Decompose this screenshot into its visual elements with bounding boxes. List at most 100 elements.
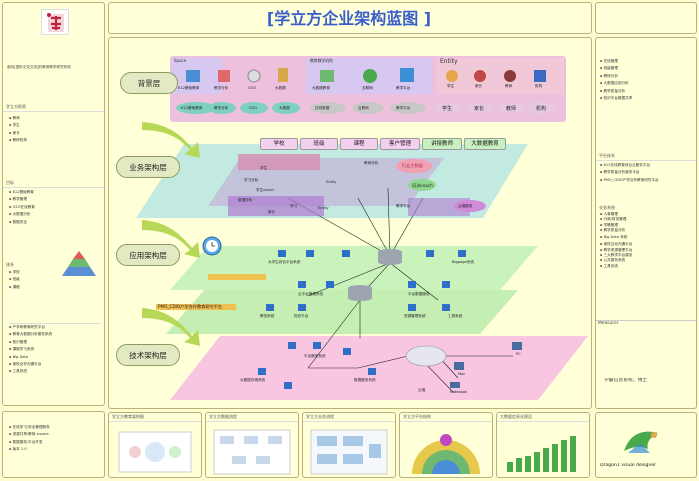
measurer-label: Measurer — [596, 320, 696, 326]
app-node: 大学生综合平台系统 — [268, 260, 301, 264]
app-node: 知识平台 — [294, 314, 309, 318]
business-node: 学习分析 — [244, 178, 259, 182]
list-item: 数据服务/平台开发 — [9, 439, 50, 446]
business-node: Entity — [326, 180, 337, 184]
list-item: 教育大数据分析服务系统 — [9, 331, 101, 338]
list-item: 课程学习系统 — [9, 346, 101, 353]
bg-icon-label: 家长 — [475, 84, 483, 88]
bg-icon-label: 互联网 — [362, 86, 373, 90]
app-node: 平台数据服务 — [408, 292, 430, 296]
list-item: 版本 1.0 — [9, 446, 50, 453]
left-top-panel: 面向[国际文化交流]的教育教学研究机构 学立方职责 教师 学生 家长 教研机构 … — [2, 2, 105, 406]
list-item: K12在线教育综合云服务平台 — [600, 162, 659, 169]
layer-label-application: 应用架构层 — [116, 244, 180, 266]
list-item: 学籍管理 — [600, 223, 632, 228]
app-node: Bigpage系统 — [452, 260, 474, 264]
mac-icon — [454, 362, 464, 370]
bg-pill: 互联网 — [358, 106, 369, 110]
left-sec2-list: K12基础教育 教学管理 O2O在线教育 大数据分析 数据安全 — [9, 189, 35, 226]
thumb-panel-2[interactable]: 学立方数据流程 — [205, 412, 299, 478]
diagram-canvas — [136, 56, 588, 400]
list-item: Big Data 系统 — [600, 234, 632, 241]
bg-icons — [186, 68, 546, 83]
author-label: 学霸信息系统，博士 — [604, 378, 648, 383]
left-bottom-panel: 在线学习/安全管理服务 资源共享/教育 square 数据服务/平台开发 版本 … — [2, 411, 105, 478]
list-item: 大数据应用分析 — [600, 80, 632, 87]
thumb-image — [118, 431, 192, 473]
thumb-title: 学立方教育架构图 — [109, 413, 201, 422]
bg-icon-label: 大数据教育 — [312, 86, 330, 90]
list-item: 学生 — [9, 122, 27, 129]
thumb-panel-1[interactable]: 学立方教育架构图 — [108, 412, 202, 478]
pc-icon — [512, 342, 522, 350]
business-tab[interactable]: 客户管理 — [380, 138, 420, 150]
business-oval — [396, 159, 432, 173]
thumb-image — [507, 436, 576, 472]
bg-pill: 家长 — [474, 106, 485, 112]
bg-pill: K12基础教育 — [181, 106, 203, 110]
list-item: 公共服务系统 — [600, 258, 632, 263]
layer-label-technology: 技术架构层 — [116, 344, 180, 366]
bg-pill: O2O — [249, 106, 257, 110]
bg-pill: 学生 — [442, 106, 453, 112]
bg-icon-label: O2O — [248, 86, 256, 90]
thumb-panel-4[interactable]: 学立方平台结构 — [399, 412, 493, 478]
business-tab[interactable]: 班级 — [300, 138, 338, 150]
layer-label-business: 业务架构层 — [116, 156, 180, 178]
bg-pill: 大数据 — [279, 106, 290, 110]
thumb-title: 学立方数据流程 — [206, 413, 298, 422]
thumb-image — [412, 434, 480, 474]
arrow-to-technology — [142, 308, 200, 346]
business-oval-3 — [454, 200, 486, 212]
logo-icon — [41, 9, 69, 35]
business-box-1 — [238, 154, 320, 170]
business-tab[interactable]: 学校 — [260, 138, 298, 150]
org-desc: 面向[国际文化交流]的教育教学研究机构 — [7, 65, 71, 69]
alarm-clock-icon — [202, 236, 222, 256]
thumb-panel-3[interactable]: 学立方业务流程 — [302, 412, 396, 478]
right-sec-a-title: 平台体系 — [596, 152, 696, 161]
pyramid-thumbnail — [59, 249, 99, 279]
bg-pill: 在线数据 — [315, 106, 330, 110]
app-node: 工具系统 — [448, 314, 463, 318]
thumb-panel-5[interactable]: 大数据信息化建设 — [496, 412, 590, 478]
app-node: 教务系统 — [260, 314, 275, 318]
right-bottom-panel: Dragon1 visual designer — [595, 412, 697, 478]
tech-node: Mac — [458, 372, 466, 376]
list-item: 知识管理 — [9, 339, 101, 346]
list-item: 家校合作沟通平台 — [9, 361, 101, 368]
list-item: Big Data — [9, 354, 101, 361]
list-item: 班级管理 — [600, 65, 632, 72]
list-item: 三大教学平台建设 — [600, 253, 633, 258]
tech-node: 平台服务系统 — [304, 354, 326, 358]
list-item: 资源共享/教育 square — [9, 431, 50, 438]
business-node: 教学平台 — [396, 204, 411, 208]
bg-group-label-entity: Entity — [440, 58, 458, 65]
list-item: 家长 — [9, 130, 27, 137]
list-item: 工具系统 — [600, 264, 632, 269]
list-item: PMO_CDIO产学合作教育研究平台 — [600, 177, 659, 184]
tech-node: PC — [516, 352, 521, 356]
business-tab[interactable]: 大数据教育 — [464, 138, 506, 150]
bg-icon-label: 机构 — [535, 84, 543, 88]
list-item: 工具系统 — [9, 368, 101, 375]
bg-icon-label: K12基础教育 — [178, 86, 200, 90]
bg-pill: 教师 — [506, 106, 517, 112]
application-plane-lower — [166, 290, 518, 334]
bg-icon-label: 教学平台 — [396, 86, 411, 90]
right-sec-b-list: 人事管理 行政/财务管理 学籍管理 教学质量分析 Big Data 系统 家校互… — [600, 212, 633, 269]
business-node: 云端服务 — [458, 204, 473, 208]
business-tab[interactable]: 课程 — [340, 138, 378, 150]
list-item: 产学研教育研究平台 — [9, 324, 101, 331]
bg-icon-label: 教师 — [505, 84, 513, 88]
cloud-shape — [405, 345, 447, 367]
left-sec1-title: 学立方职责 — [3, 103, 104, 112]
bg-group-label-org: 教育教学机构 — [310, 58, 333, 63]
application-plane — [170, 246, 538, 290]
left-bottom-list: 在线学习/安全管理服务 资源共享/教育 square 数据服务/平台开发 版本 … — [9, 424, 50, 454]
arrow-to-application — [142, 220, 200, 258]
right-top-panel — [595, 2, 697, 34]
list-item: 班级 — [9, 276, 20, 283]
business-tab[interactable]: 讲授教师 — [422, 138, 462, 150]
bg-pill: 教学平台 — [396, 106, 411, 110]
